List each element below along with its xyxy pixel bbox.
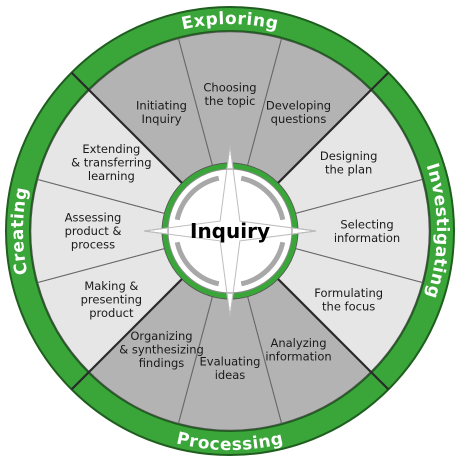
- segment-ring: [30, 31, 430, 431]
- phase-divider: [70, 71, 183, 184]
- segment-divider: [295, 248, 423, 283]
- phase-divider: [70, 278, 183, 391]
- center-circle: [167, 168, 293, 294]
- segment-divider: [178, 38, 213, 166]
- phase-label-creating: Creating: [8, 186, 32, 277]
- phase-divider: [277, 71, 390, 184]
- center-hub: Inquiry: [143, 144, 317, 318]
- segment-dividers: [37, 38, 423, 424]
- segment-divider: [37, 248, 165, 283]
- segment-divider: [247, 296, 282, 424]
- hub-arc-marks: [174, 175, 286, 287]
- segment-divider: [178, 296, 213, 424]
- segment-divider: [295, 179, 423, 214]
- phase-divider: [277, 278, 390, 391]
- segment-divider: [37, 179, 165, 214]
- center-label: Inquiry: [190, 219, 270, 243]
- phase-ring-inner-edge: [29, 30, 431, 432]
- compass-star-inner-icon: [143, 144, 317, 318]
- segment-divider: [247, 38, 282, 166]
